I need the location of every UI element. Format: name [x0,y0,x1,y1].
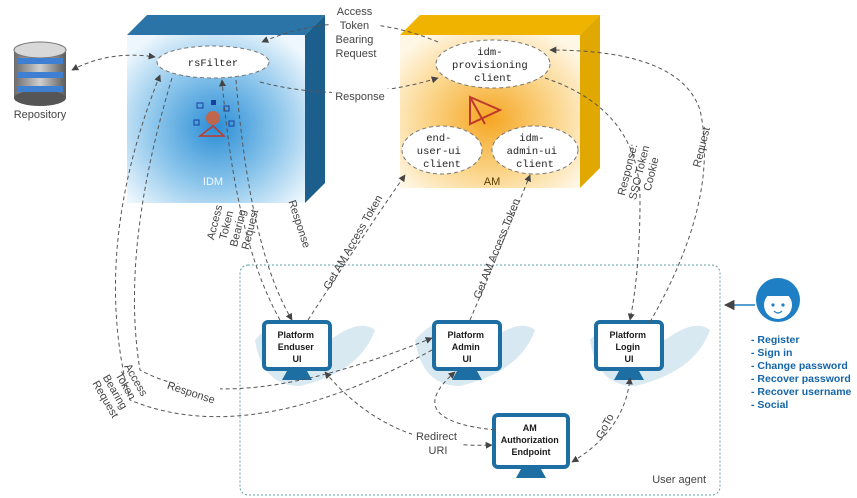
provisioning-client-line: client [474,73,512,85]
repository-label: Repository [14,109,67,121]
rsfilter-node [156,45,270,79]
admin-client-node [491,125,579,175]
idm-label: IDM [203,176,223,188]
user-agent-label: User agent [652,474,706,486]
admin-ui-line: UI [463,354,472,364]
am-logo-icon [469,95,503,126]
enduser-ui-line: UI [293,354,302,364]
svg-text:end- user-ui clien: end- user-ui client [417,133,467,171]
provisioning-client-line: idm- [477,47,502,59]
admin-ui-line: Platform [447,330,484,340]
login-ui-screen: Platform Login UI [594,320,664,380]
access-token-left-label: Access Token Bearing Request [90,361,152,420]
get-am-token-label-2: Get AM Access Token [472,197,523,301]
login-ui-line: Platform [609,330,646,340]
repository: Repository [13,41,67,121]
sso-response-arrow [544,77,641,321]
login-ui-line: Login [615,342,640,352]
admin-client-line: idm- [519,133,544,145]
svg-text:Platform Enduser U: Platform Enduser UI [277,330,316,364]
svg-text:idm- admin-ui clie: idm- admin-ui client [507,133,564,171]
admin-ui-line: Admin [452,342,480,352]
user-action-item: - Sign in [751,347,792,359]
provisioning-client-node [435,39,551,89]
svg-text:Platform Admin UI: Platform Admin UI [447,330,486,364]
admin-client-line: admin-ui [507,146,557,158]
admin-get-token-arrow [469,174,531,321]
response-idm-label: Response [285,199,312,250]
user-action-item: - Register [751,334,799,346]
redirect-uri-label: Redirect URI [416,431,460,457]
svg-text:AM Authorization E: AM Authorization Endpoint [501,423,562,457]
user-actor: - Register - Sign in - Change password -… [751,278,854,411]
response-mid-label: Response [335,91,385,103]
user-agent-container: User agent [239,264,721,496]
idm-box: rsFilter IDM [127,15,325,203]
rsfilter-label: rsFilter [188,58,238,70]
rsfilter-response-arrow [259,76,439,94]
am-box: idm- provisioning client end- user-ui cl… [400,15,600,188]
authz-endpoint-line: Authorization [501,435,559,445]
enduser-get-token-arrow [307,174,406,321]
rsfilter-to-admin-arrow [133,77,433,390]
svg-text:Platform Login UI: Platform Login UI [609,330,648,364]
authz-endpoint-screen: AM Authorization Endpoint [492,413,570,478]
enduser-to-rsfilter-arrow [219,79,281,321]
get-am-token-label-1: Get AM Access Token [322,193,386,291]
user-actions-list: - Register - Sign in - Change password -… [751,334,854,411]
enduser-client-line: end- [426,133,451,145]
authz-to-admin-arrow [434,371,496,431]
enduser-ui-screen: Platform Enduser UI [262,320,332,380]
user-action-item: - Social [751,399,788,411]
enduser-client-node [401,125,483,175]
rsfilter-to-enduser-arrow [235,79,293,321]
admin-client-line: client [516,159,554,171]
enduser-ui-line: Platform [277,330,314,340]
provisioning-to-rsfilter-arrow [261,23,439,43]
enduser-client-line: client [423,159,461,171]
idm-logo-icon [193,100,235,137]
enduser-client-line: user-ui [417,146,461,158]
provisioning-client-line: provisioning [452,60,528,72]
flow-arrows [71,23,755,463]
request-right-label: Request [691,126,713,169]
database-icon [13,41,67,106]
admin-to-rsfilter-arrow [114,74,433,418]
authz-endpoint-line: Endpoint [512,447,551,457]
user-action-item: - Recover username [751,386,852,398]
user-action-item: - Change password [751,360,848,372]
enduser-ui-line: Enduser [278,342,315,352]
repo-rsfilter-arrow [71,52,156,71]
response-left-label: Response [166,380,217,407]
user-avatar-icon [756,278,800,322]
authz-endpoint-line: AM [523,423,537,433]
login-ui-line: UI [625,354,634,364]
user-action-item: - Recover password [751,373,851,385]
svg-text:idm- provisioning: idm- provisioning client [452,47,534,85]
redirect-arrow [324,371,493,449]
goto-label: GoTo [594,412,617,441]
am-label: AM [484,176,501,188]
response-sso-label: Response: SSO Token Cookie [616,139,665,204]
access-token-top-label: Access Token Bearing Request [336,6,377,60]
